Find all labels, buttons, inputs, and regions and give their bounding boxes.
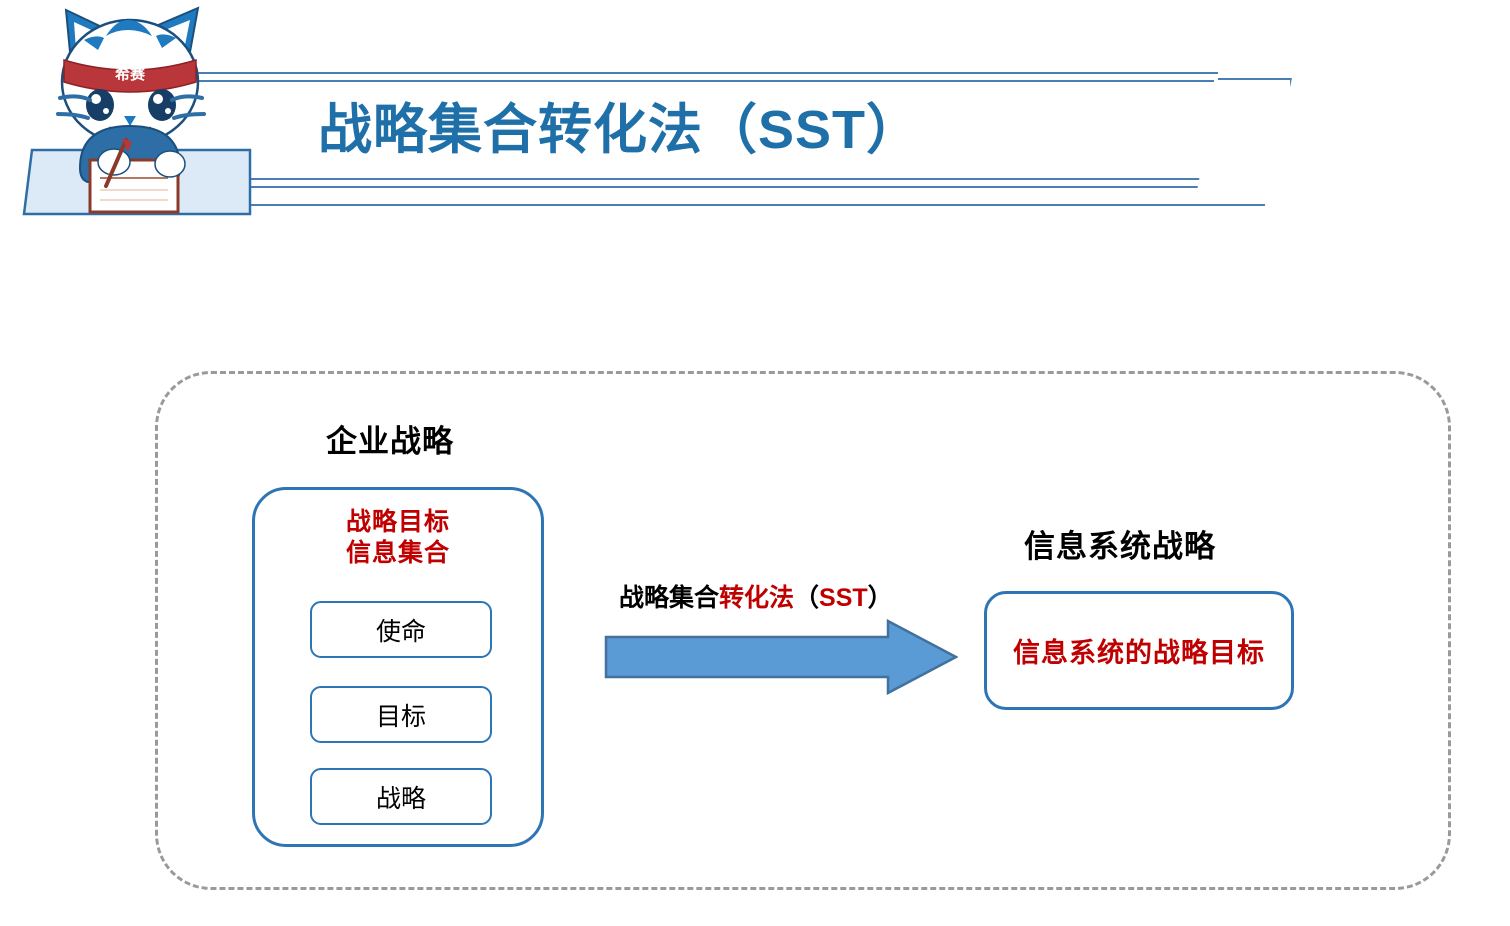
cat-mascot-icon: 希赛 [18, 0, 268, 232]
information-system-goal-label: 信息系统的战略目标 [1013, 638, 1265, 668]
transform-arrow-icon [604, 618, 959, 696]
banner-rule-bottom-outer [150, 186, 1200, 188]
diagram-dashed-frame [155, 371, 1451, 890]
sub-box-strategy: 战略 [310, 768, 492, 825]
strategy-goal-line-1: 战略目标 [345, 508, 450, 536]
title-banner-front-sheet [150, 68, 1220, 194]
information-system-strategy-heading: 信息系统战略 [1024, 529, 1216, 564]
headband-text: 希赛 [115, 65, 146, 83]
transform-label-part-2: 转化法 [719, 584, 795, 612]
enterprise-strategy-card: 战略目标 信息集合 使命 目标 战略 [252, 487, 544, 847]
banner-rule-bottom-inner [150, 178, 1202, 180]
banner-rule-top-outer [150, 72, 1218, 74]
transform-label-part-4: SST [819, 584, 868, 612]
banner-rule-top-inner [150, 80, 1214, 82]
transform-label-part-5: ） [867, 584, 893, 612]
information-system-strategy-card: 信息系统的战略目标 [984, 591, 1294, 710]
title-banner: 战略集合转化法（SST） [150, 68, 1292, 206]
page-title: 战略集合转化法（SST） [318, 100, 922, 160]
strategy-goal-line-2: 信息集合 [345, 539, 450, 567]
transform-label-part-3: （ [794, 584, 820, 612]
enterprise-strategy-heading: 企业战略 [326, 424, 454, 459]
sub-box-mission: 使命 [310, 601, 492, 658]
sub-box-objective: 目标 [310, 686, 492, 743]
transform-label-part-1: 战略集合 [619, 584, 720, 612]
strategy-goal-label: 战略目标 信息集合 [255, 507, 541, 569]
transform-arrow-label: 战略集合转化法（SST） [619, 578, 893, 614]
